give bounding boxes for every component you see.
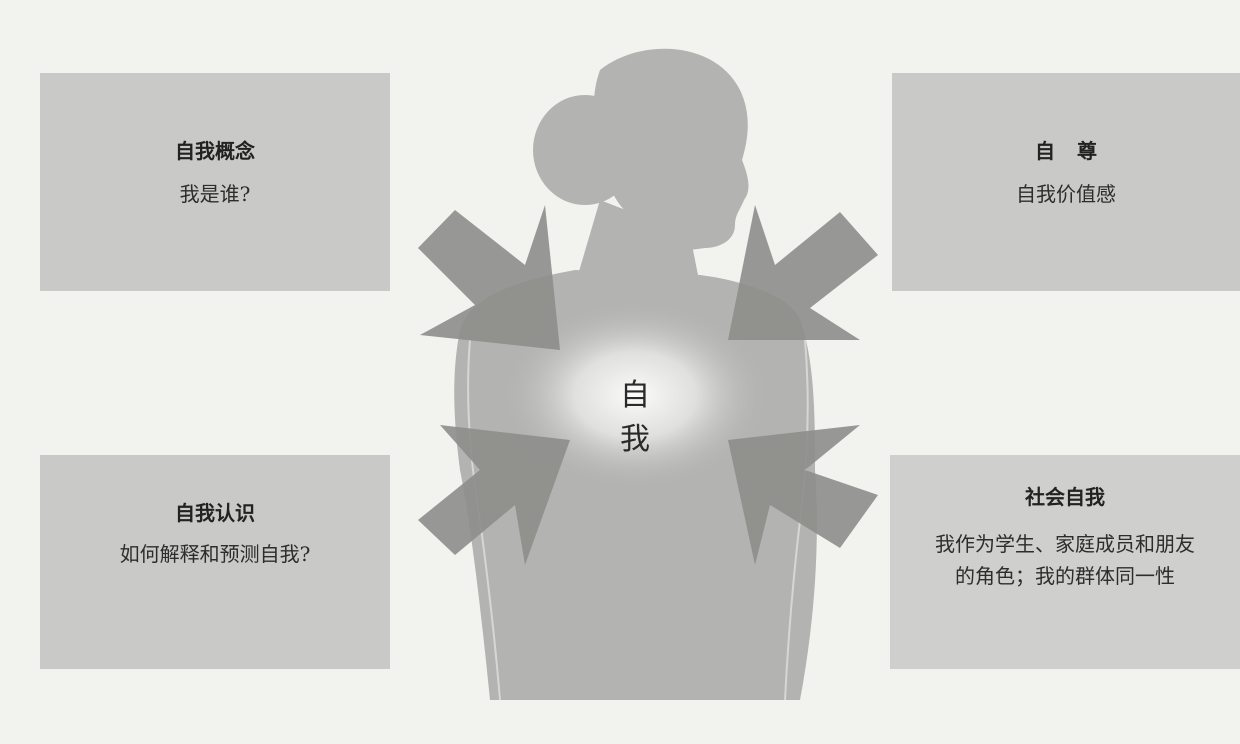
arrow-bottom-left xyxy=(418,425,570,565)
social-self-title: 社会自我 xyxy=(1025,485,1105,509)
self-esteem-text: 自我价值感 xyxy=(1016,182,1116,206)
self-esteem-title: 自尊 xyxy=(1035,139,1119,163)
social-self-box: 社会自我 我作为学生、家庭成员和朋友的角色；我的群体同一性 xyxy=(890,455,1240,669)
arrow-top-left xyxy=(418,205,560,350)
self-knowledge-title: 自我认识 xyxy=(175,501,255,525)
center-self-label: 自 我 xyxy=(620,378,680,457)
arrow-top-right xyxy=(728,205,878,340)
self-concept-text: 我是谁? xyxy=(179,182,251,206)
self-esteem-box: 自尊 自我价值感 xyxy=(892,73,1240,291)
self-concept-box: 自我概念 我是谁? xyxy=(40,73,390,291)
self-knowledge-text: 如何解释和预测自我? xyxy=(119,542,311,566)
arrow-bottom-right xyxy=(728,425,878,565)
self-knowledge-box: 自我认识 如何解释和预测自我? xyxy=(40,455,390,669)
social-self-text: 我作为学生、家庭成员和朋友的角色；我的群体同一性 xyxy=(935,532,1195,588)
self-concept-title: 自我概念 xyxy=(175,139,255,163)
